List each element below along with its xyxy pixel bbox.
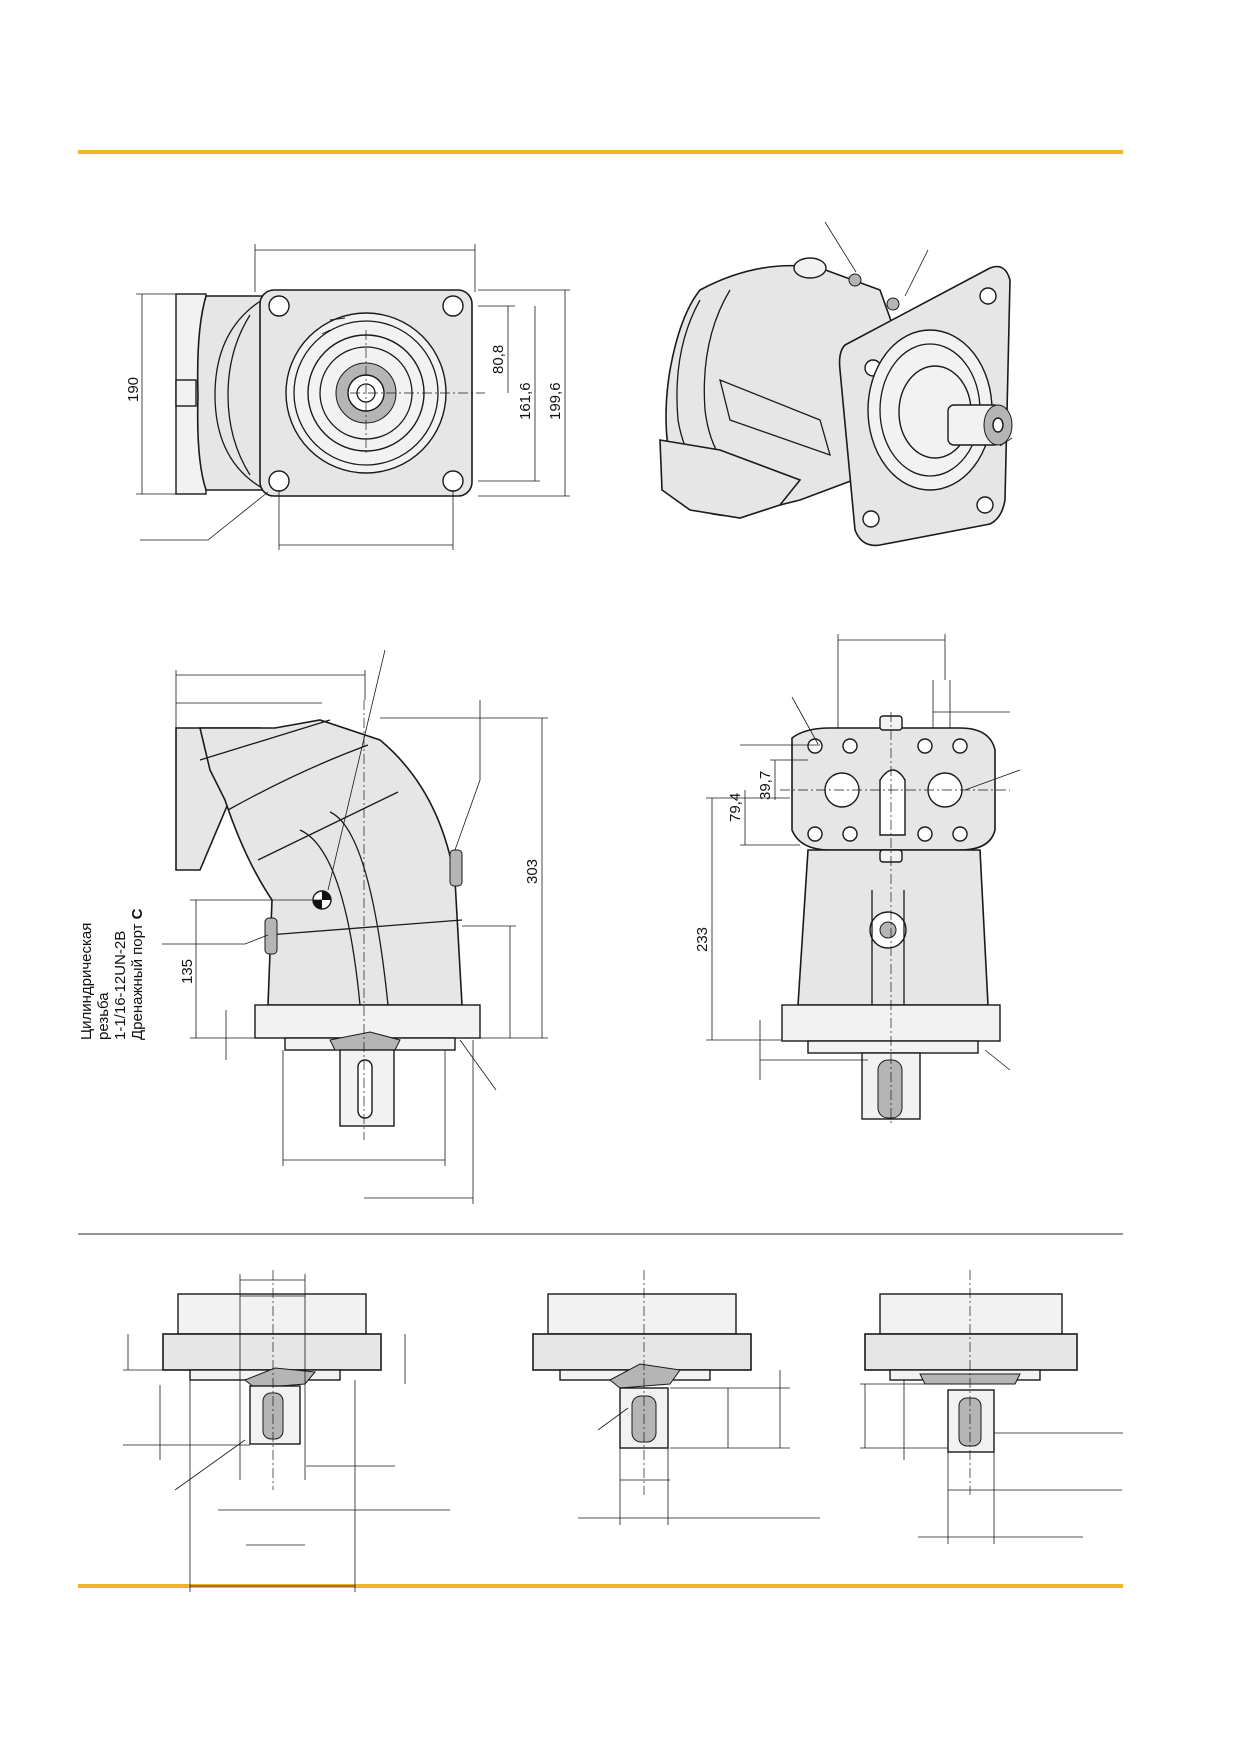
flange-bolt-hole xyxy=(268,470,290,492)
flange-bolt-hole xyxy=(442,295,464,317)
dim-303: 303 xyxy=(524,859,541,884)
dim-199-6: 199,6 xyxy=(547,382,564,420)
flange-bolt-hole xyxy=(442,470,464,492)
dim-190: 190 xyxy=(125,377,142,402)
shaft-variant-2 xyxy=(532,1270,820,1525)
top-accent-rule xyxy=(78,150,1123,154)
drain-port-note: Цилиндрическая резьба 1-1/16-12UN-2B Дре… xyxy=(78,909,146,1040)
dim-80-8: 80,8 xyxy=(490,345,507,374)
shaft-variant-1 xyxy=(123,1270,450,1592)
port-note-line-4: Дренажный порт C xyxy=(129,909,146,1040)
port-note-line-1: Цилиндрическая xyxy=(78,922,95,1040)
port-note-line-3: 1-1/16-12UN-2B xyxy=(112,930,129,1040)
shaft-variant-3 xyxy=(860,1270,1123,1544)
flange-bolt-hole xyxy=(268,295,290,317)
port-note-prefix: Дренажный порт xyxy=(129,919,146,1040)
isometric-view xyxy=(659,221,1013,547)
port-note-line-2: резьба xyxy=(95,992,112,1040)
dim-79-4: 79,4 xyxy=(727,793,744,822)
dim-39-7: 39,7 xyxy=(757,771,774,800)
port-note-letter: C xyxy=(129,908,146,920)
dim-161-6: 161,6 xyxy=(517,382,534,420)
side-view: 303 135 xyxy=(162,649,548,1204)
end-view: 79,4 39,7 233 xyxy=(694,634,1021,1125)
bottom-accent-rule xyxy=(78,1584,1123,1588)
dim-233: 233 xyxy=(694,927,711,952)
front-view: 190 80,8 161,6 199,6 xyxy=(125,244,570,550)
dim-135: 135 xyxy=(179,959,196,984)
